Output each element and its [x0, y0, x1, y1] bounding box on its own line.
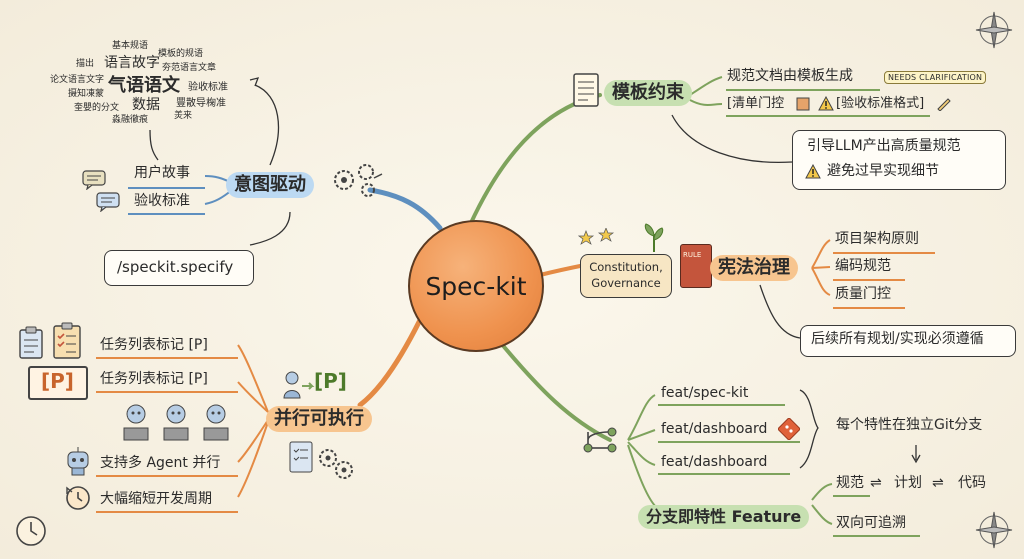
cycle-clock-icon — [64, 484, 92, 516]
chat-bubble-icon — [82, 170, 108, 194]
branch-name-dashboard-2: feat/dashboard — [661, 454, 768, 470]
robot-icon — [64, 446, 92, 480]
constitution-item-quality: 质量门控 — [835, 286, 891, 302]
constitution-item-coding: 编码规范 — [835, 258, 891, 274]
needs-clarification-badge: NEEDS CLARIFICATION — [884, 71, 987, 84]
constitution-note: 后续所有规划/实现必须遵循 — [811, 331, 984, 347]
cloud-word: 奎嬰的分文 — [74, 103, 120, 113]
git-branch-icon — [582, 426, 622, 460]
cloud-word: 基本规语 — [112, 41, 149, 51]
clock-icon — [14, 514, 48, 552]
template-line1: 规范文档由模板生成 — [727, 68, 853, 84]
cloud-word: 淼融徹痕 — [112, 115, 149, 125]
agent-p-text: [P] — [314, 369, 347, 393]
cloud-word: 描出 — [76, 59, 95, 69]
constitution-label-box: Constitution, Governance — [580, 254, 672, 298]
intent-item-acceptance: 验收标准 — [134, 193, 190, 209]
center-node: Spec-kit — [408, 220, 544, 352]
template-note-1: 引导LLM产出高质量规范 — [807, 138, 961, 154]
cloud-word: 数据 — [132, 97, 160, 113]
p-mark-icon: [P] — [28, 366, 88, 400]
plant-icon — [642, 222, 666, 256]
cloud-word: 论文语言文字 — [50, 75, 105, 85]
cloud-word: 夯范语言文章 — [162, 63, 217, 73]
branch-trace: 双向可追溯 — [836, 515, 906, 531]
agent-p-icon: [P] — [282, 368, 347, 406]
template-line2b: [验收标准格式] — [836, 96, 925, 111]
flow-spec: 规范 — [836, 475, 864, 491]
compass-icon — [974, 510, 1014, 554]
intent-title: 意图驱动 — [226, 172, 314, 198]
chat-bubble-icon — [96, 192, 122, 216]
parallel-item-3: 支持多 Agent 并行 — [100, 455, 221, 471]
template-note-box: 引导LLM产出高质量规范 避免过早实现细节 — [792, 130, 1006, 190]
git-logo-icon — [776, 416, 802, 444]
checklist-gears-icon — [288, 440, 358, 488]
warning-icon — [805, 163, 821, 183]
flow-arrow-2: ⇌ — [932, 475, 944, 491]
branch-name-spec-kit: feat/spec-kit — [661, 385, 749, 401]
cloud-word: 摄知凍蒙 — [68, 89, 105, 99]
checklist-icon — [52, 322, 82, 364]
constitution-title: 宪法治理 — [710, 255, 798, 281]
image-icon — [796, 96, 810, 115]
gears-icon — [328, 158, 386, 206]
flow-plan: 计划 — [894, 475, 922, 491]
cloud-word: 验收标准 — [188, 82, 228, 93]
parallel-item-4: 大幅缩短开发周期 — [100, 491, 212, 507]
template-line2a: [清单门控 — [727, 96, 785, 111]
command-box: /speckit.specify — [104, 250, 254, 286]
constitution-label: Constitution, Governance — [589, 260, 663, 290]
template-title: 模板约束 — [604, 80, 692, 106]
parallel-item-1: 任务列表标记 [P] — [100, 337, 208, 353]
branch-name-dashboard-1: feat/dashboard — [661, 421, 768, 437]
cloud-word: 语言故字 — [104, 55, 160, 71]
pencil-icon — [936, 96, 952, 115]
flow-arrow-1: ⇌ — [870, 475, 882, 491]
cloud-word: 模板的规语 — [158, 49, 204, 59]
parallel-item-2: 任务列表标记 [P] — [100, 371, 208, 387]
warning-icon — [818, 95, 834, 115]
branch-title: 分支即特性 Feature — [638, 505, 810, 529]
stars-icon — [577, 227, 638, 254]
document-icon — [572, 72, 602, 114]
intent-item-user-story: 用户故事 — [134, 165, 190, 181]
parallel-title: 并行可执行 — [266, 406, 372, 432]
rule-book-icon: RULE — [680, 244, 712, 288]
robots-laptops-icon — [118, 402, 236, 448]
command-text: /speckit.specify — [117, 258, 234, 276]
word-cloud: 基本规语 模板的规语 描出 语言故字 夯范语言文章 论文语言文字 气语语文 验收… — [48, 41, 248, 132]
p-mark-text: [P] — [41, 369, 74, 393]
cloud-word: 气语语文 — [108, 75, 180, 96]
clipboard-icon — [18, 326, 44, 364]
compass-icon — [974, 10, 1014, 54]
constitution-note-box: 后续所有规划/实现必须遵循 — [800, 325, 1016, 357]
cloud-word: 豐散导椈准 — [176, 98, 226, 109]
rule-book-label: RULE — [683, 251, 702, 259]
flow-code: 代码 — [958, 475, 986, 491]
cloud-word: 羙来 — [174, 111, 193, 121]
constitution-item-architecture: 项目架构原则 — [835, 231, 919, 247]
template-note-2: 避免过早实现细节 — [827, 163, 939, 179]
branch-note: 每个特性在独立Git分支 — [836, 417, 983, 433]
